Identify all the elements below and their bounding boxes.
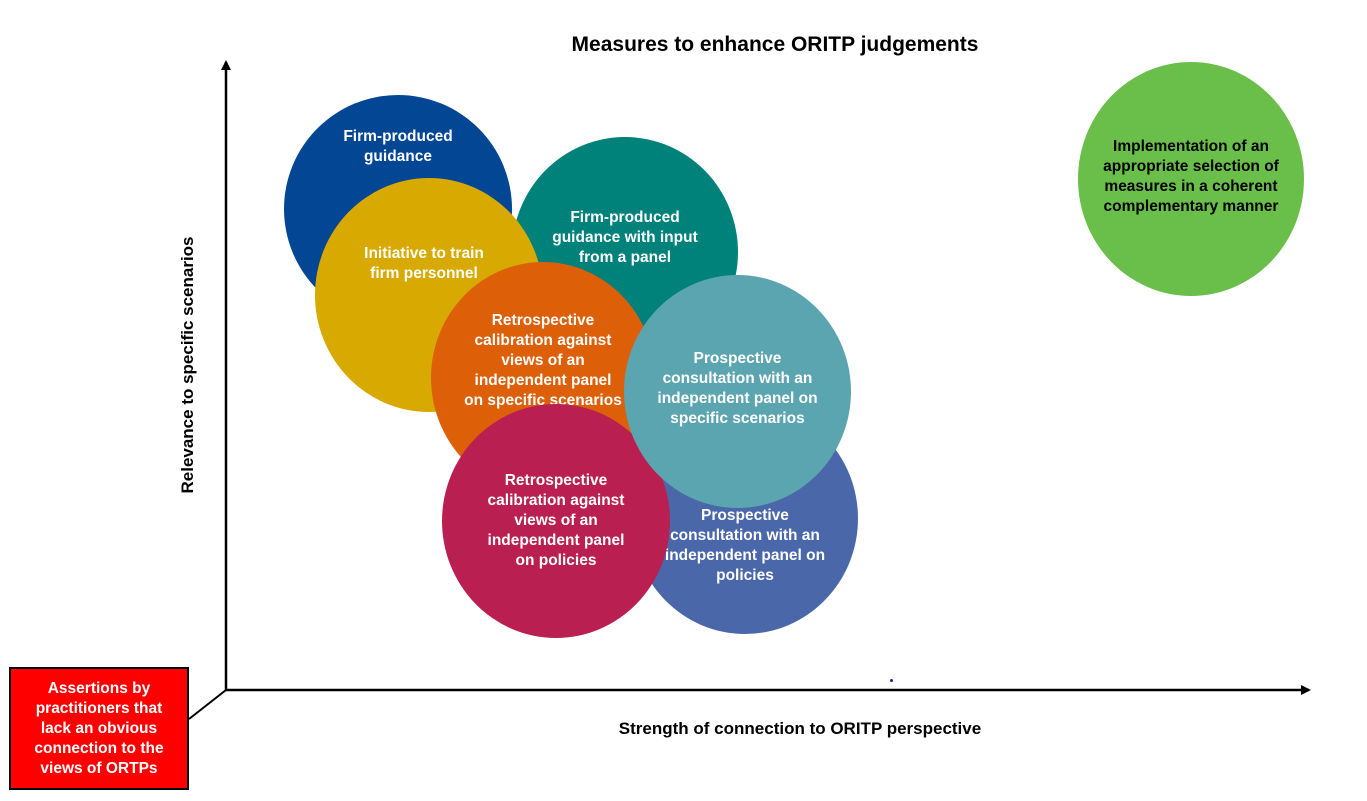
- bubble-label: Firm-produced guidance with input from a…: [552, 209, 698, 266]
- diagram-title: Measures to enhance ORITP judgements: [571, 33, 979, 56]
- assertions-box-text: Assertions by practitioners that lack an…: [34, 679, 164, 777]
- origin-connector-line: [188, 689, 227, 720]
- bubble-label: Prospective consultation with an indepen…: [664, 506, 826, 584]
- stray-dot: [890, 679, 893, 682]
- bubble-label: Firm-produced guidance: [343, 127, 453, 165]
- assertions-box: Assertions by practitioners that lack an…: [9, 667, 189, 790]
- bubble-retrospective-policies: Retrospective calibration against views …: [442, 404, 670, 638]
- bubble-label: Prospective consultation with an indepen…: [657, 349, 818, 427]
- x-axis-label: Strength of connection to ORITP perspect…: [618, 719, 982, 738]
- y-axis-label: Relevance to specific scenarios: [178, 236, 197, 494]
- bubble-label: Retrospective calibration against views …: [464, 311, 622, 409]
- bubble-label: Initiative to train firm personnel: [364, 244, 484, 282]
- bubble-label: Retrospective calibration against views …: [487, 472, 625, 569]
- bubble-label: Implementation of an appropriate selecti…: [1103, 137, 1279, 215]
- bubble-implementation: Implementation of an appropriate selecti…: [1078, 62, 1304, 296]
- bubble-prospective-scenarios: Prospective consultation with an indepen…: [624, 275, 851, 508]
